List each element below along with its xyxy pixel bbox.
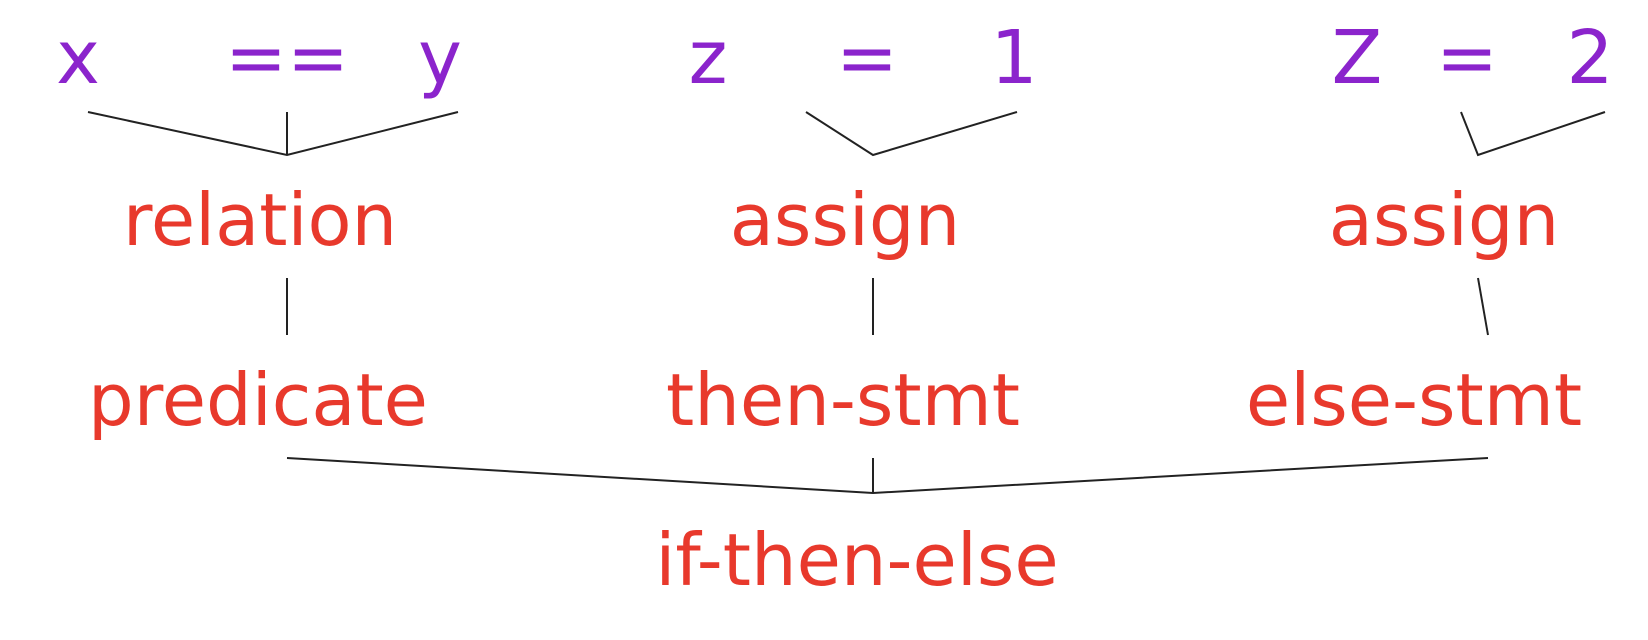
edge-assign-to-else-stmt	[1477, 277, 1489, 336]
level-2-nodes: predicate then-stmt else-stmt	[88, 358, 1582, 442]
node-else-stmt: else-stmt	[1246, 358, 1582, 442]
token-x: x	[56, 15, 100, 101]
token-row: x == y z = 1 Z = 2	[56, 15, 1613, 101]
level-1-nodes: relation assign assign	[123, 178, 1559, 262]
node-assign-then: assign	[730, 178, 960, 262]
edge-stmts-to-root	[286, 457, 1489, 495]
edge-tokens-to-assign-then	[805, 111, 1018, 157]
token-assign-operator-then: =	[836, 15, 898, 101]
edge-tokens-to-relation	[87, 111, 459, 157]
edges	[87, 111, 1606, 495]
token-z-lower: z	[689, 15, 728, 101]
node-then-stmt: then-stmt	[666, 358, 1020, 442]
node-if-then-else: if-then-else	[655, 518, 1058, 602]
node-assign-else: assign	[1329, 178, 1559, 262]
root-node-group: if-then-else	[655, 518, 1058, 602]
node-relation: relation	[123, 178, 397, 262]
node-predicate: predicate	[88, 358, 428, 442]
token-two: 2	[1566, 15, 1613, 101]
token-y: y	[418, 15, 462, 101]
token-z-upper: Z	[1332, 15, 1383, 101]
token-one: 1	[990, 15, 1037, 101]
token-equality-operator: ==	[225, 15, 349, 101]
edge-tokens-to-assign-else	[1460, 111, 1606, 157]
token-assign-operator-else: =	[1436, 15, 1498, 101]
